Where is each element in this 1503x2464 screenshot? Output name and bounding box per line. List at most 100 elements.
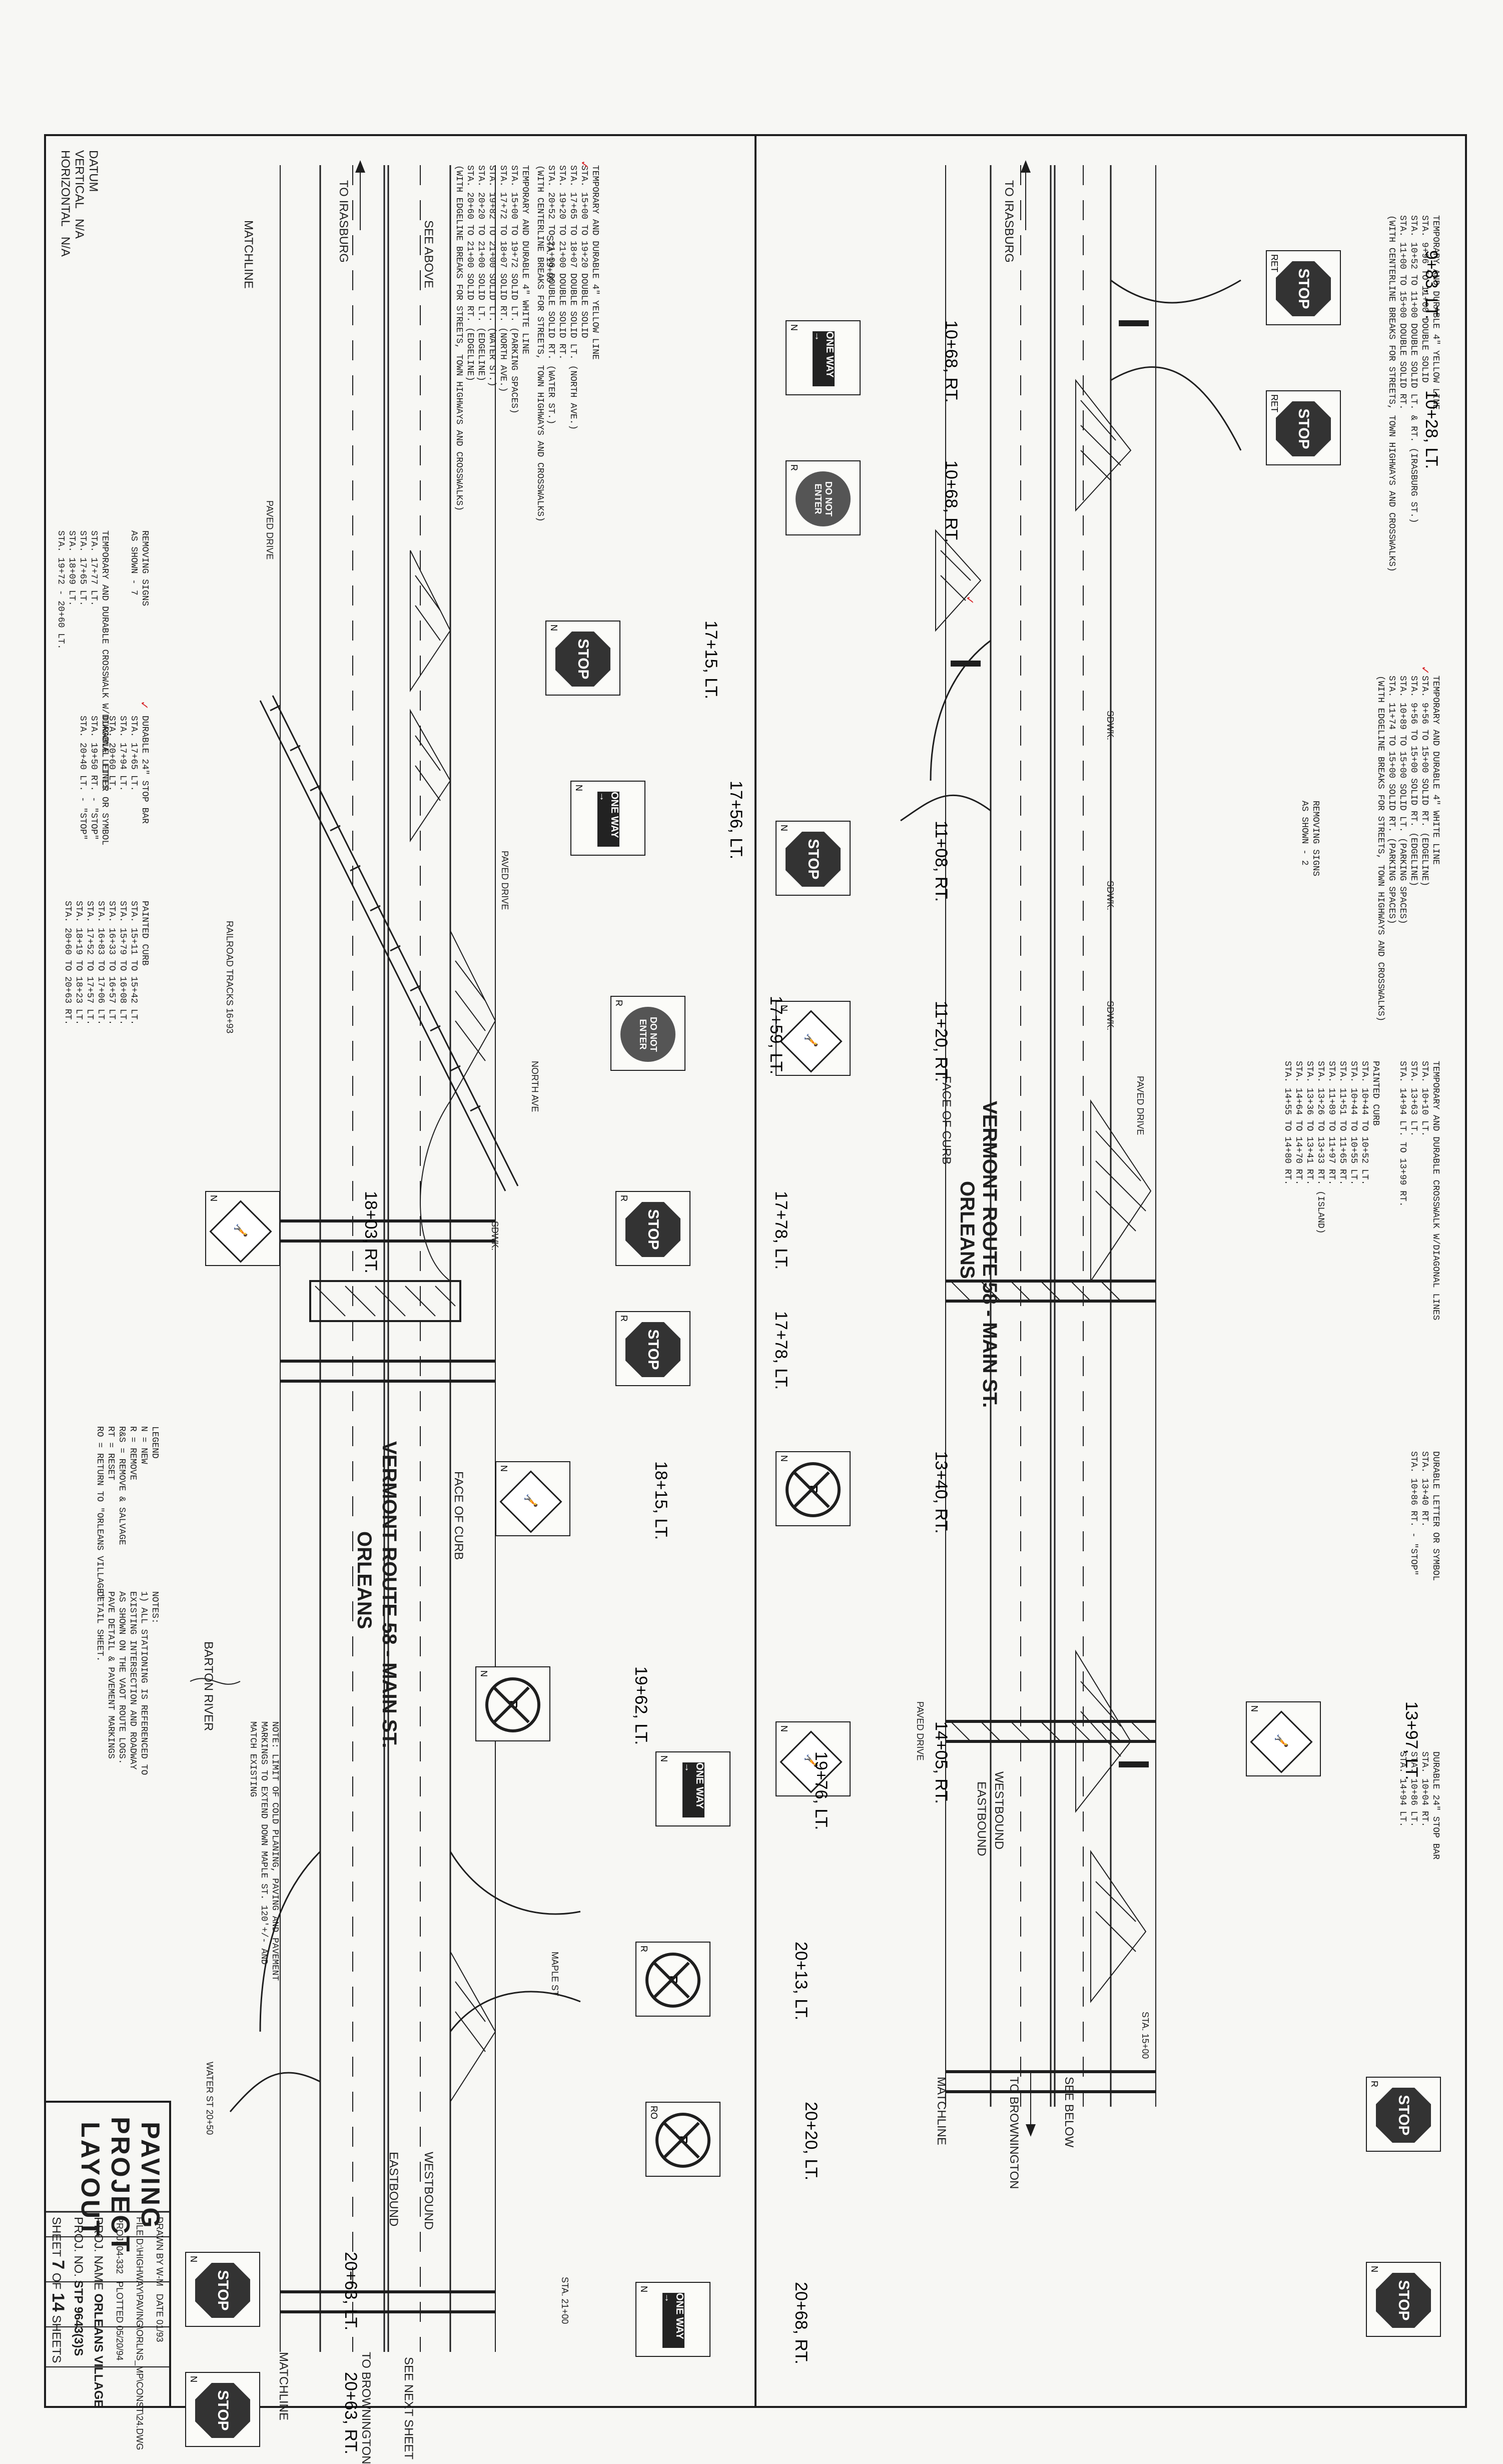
date-value: 01/93 bbox=[155, 2319, 165, 2342]
white-line-title: TEMPORARY AND DURABLE 4" WHITE LINE bbox=[520, 165, 530, 355]
bottom-sign-station-label: 17+78, LT. bbox=[772, 1191, 791, 1270]
note-line: STA. 11+51 TO 11+65 RT. bbox=[1337, 1061, 1347, 1185]
pedestrian-crossing-icon: 🚶 bbox=[499, 1470, 562, 1533]
stopbar-title: DURABLE 24" STOP BAR bbox=[1430, 1751, 1440, 1860]
note-line: STA. 16+83 TO 17+06 LT. bbox=[96, 901, 106, 1025]
stop-sign-icon: STOP bbox=[195, 2263, 250, 2318]
paved-drive-label-3: PAVED DRIVE bbox=[265, 500, 275, 560]
westbound-label: WESTBOUND bbox=[992, 1771, 1006, 1850]
stop-sign-icon: STOP bbox=[625, 1202, 680, 1257]
legend-item: N = NEW bbox=[139, 1426, 149, 1464]
sign-status-tag: R bbox=[1369, 2081, 1379, 2087]
sign-status-tag: R bbox=[639, 1946, 649, 1952]
north-ave-label: NORTH AVE bbox=[530, 1061, 540, 1112]
sign-status-tag: N bbox=[659, 1755, 669, 1762]
curb-lines bbox=[945, 165, 1156, 2107]
notes-bottom-stopbar: DURABLE 24" STOP BAR STA. 17+65 LT. STA.… bbox=[106, 716, 150, 824]
curb-title: PAINTED CURB bbox=[1370, 1061, 1380, 1126]
note-line: STA. 14+94 LT. TO 13+99 RT. bbox=[1397, 1061, 1407, 1207]
stop-sign-icon: STOP bbox=[1276, 261, 1331, 316]
sign-status-tag: N bbox=[189, 2376, 199, 2382]
bottom-sign-station-label: 18+03, RT. bbox=[361, 1191, 380, 1274]
top-sign-oneway-2: ONE WAY →N bbox=[786, 320, 861, 395]
centerline bbox=[1050, 165, 1056, 2107]
sdwk-label-2: SDWK. bbox=[1105, 881, 1115, 911]
top-sign-station-label: 13+97, LT. bbox=[1402, 1701, 1421, 1780]
notes-top-removing: REMOVING SIGNS AS SHOWN - 2 bbox=[1299, 801, 1321, 876]
note-line: STA. 17+65 TO 18+07 DOUBLE SOLID LT. (NO… bbox=[568, 165, 578, 430]
note-line: STA. 11+89 TO 11+97 RT. bbox=[1326, 1061, 1336, 1185]
plotted-label: PLOTTED bbox=[115, 2281, 125, 2323]
stopbar-title: DURABLE 24" STOP BAR bbox=[140, 716, 150, 824]
hatch-strokes-bottom bbox=[415, 575, 486, 2052]
proj-label: PROJ. bbox=[115, 2217, 125, 2244]
stop-sign-icon: STOP bbox=[555, 632, 610, 687]
white-line-title: TEMPORARY AND DURABLE 4" WHITE LINE bbox=[1430, 676, 1440, 865]
notes-bottom-curb: PAINTED CURB STA. 15+11 TO 15+42 LT. STA… bbox=[62, 901, 150, 1025]
sign-status-tag: N bbox=[1249, 1705, 1259, 1712]
railroad-crossing-icon: R bbox=[645, 1953, 700, 2008]
bottom-sign-oneway-1: ONE WAY →N bbox=[570, 781, 645, 856]
note-line: (WITH CENTERLINE BREAKS FOR STREETS, TOW… bbox=[535, 165, 545, 522]
top-sign-ped-5: 🚶N bbox=[776, 1001, 851, 1076]
proj-name-label: PROJ. NAME bbox=[92, 2217, 105, 2290]
title-block-drawnby: DRAWN BY W-M DATE 01/93 bbox=[154, 2217, 165, 2342]
note-line: STA. 10+10 LT. bbox=[1419, 1061, 1429, 1137]
sign-status-tag: N bbox=[549, 625, 559, 631]
top-plan-panel bbox=[900, 160, 1242, 2137]
redline-markup-2: ✓ bbox=[1418, 666, 1430, 675]
datum-horizontal-label: HORIZONTAL bbox=[59, 150, 72, 227]
drawn-by-value: W-M bbox=[155, 2267, 165, 2286]
railroad-crossing-icon: R bbox=[786, 1462, 841, 1517]
stop-sign-icon: STOP bbox=[195, 2383, 250, 2438]
to-irasburg-label-bottom: TO IRASBURG bbox=[337, 180, 350, 263]
bottom-sign-station-label: 18+15, LT. bbox=[651, 1461, 670, 1540]
sta-15-label: STA. 15+00 bbox=[1140, 2012, 1150, 2059]
hatched-islands bbox=[935, 379, 1152, 2003]
note-line: STA. 18+19 TO 18+23 LT. bbox=[74, 901, 84, 1025]
legend-item: RT = RESET bbox=[106, 1426, 116, 1481]
sign-status-tag: N bbox=[209, 1195, 219, 1201]
removing-value: AS SHOWN - 7 bbox=[129, 530, 139, 595]
note-line: STA. 14+55 TO 14+80 RT. bbox=[1282, 1061, 1292, 1185]
note-line: STA. 20+20 TO 21+00 SOLID LT. (EDGELINE) bbox=[476, 165, 486, 382]
bottom-sign-ped-5: 🚶N bbox=[205, 1191, 280, 1266]
bottom-sign-station-label: 17+15, LT. bbox=[701, 621, 720, 700]
one-way-sign-icon: ONE WAY → bbox=[662, 2293, 685, 2348]
file-label: FILE bbox=[135, 2217, 145, 2236]
note-line: STA. 13+36 TO 13+41 RT. bbox=[1304, 1061, 1314, 1185]
sign-status-tag: N bbox=[779, 1455, 789, 1462]
sign-status-tag: N bbox=[1369, 2266, 1379, 2272]
sign-status-tag: N bbox=[189, 2256, 199, 2262]
bottom-sign-station-label: 17+56, LT. bbox=[726, 781, 745, 860]
bottom-sign-oneway-11: ONE WAY →N bbox=[635, 2282, 710, 2357]
face-of-curb-label-bottom: FACE OF CURB bbox=[452, 1471, 465, 1560]
westbound-label-bottom: WESTBOUND bbox=[422, 2152, 435, 2230]
redline-markup-1: ✓ bbox=[963, 595, 975, 605]
symbol-title: DURABLE LETTER OR SYMBOL bbox=[1430, 1451, 1440, 1581]
sign-status-tag: N bbox=[499, 1465, 509, 1472]
eastbound-label: EASTBOUND bbox=[975, 1781, 988, 1857]
do-not-text: DO NOT bbox=[824, 481, 834, 516]
notes-top-block-3: TEMPORARY AND DURABLE CROSSWALK W/DIAGON… bbox=[1397, 1061, 1441, 1320]
pedestrian-crossing-icon: 🚶 bbox=[209, 1200, 272, 1263]
sign-status-tag: RET bbox=[1269, 254, 1279, 272]
top-sign-ped-8: 🚶N bbox=[1246, 1701, 1321, 1776]
sign-status-tag: RET bbox=[1269, 394, 1279, 412]
title-block bbox=[44, 2101, 171, 2408]
note-line: (WITH EDGELINE BREAKS FOR STREETS, TOWN … bbox=[454, 165, 464, 511]
do-not-text: DO NOT bbox=[648, 1017, 658, 1052]
to-brownington-label: TO BROWNINGTON bbox=[1007, 2077, 1021, 2189]
symbol-title: DURABLE LETTER OR SYMBOL bbox=[100, 716, 110, 846]
stop-sign-icon: STOP bbox=[1376, 2088, 1431, 2143]
side-streets-bottom bbox=[229, 1851, 581, 2112]
proj-no-label: PROJ. NO. bbox=[72, 2217, 85, 2277]
